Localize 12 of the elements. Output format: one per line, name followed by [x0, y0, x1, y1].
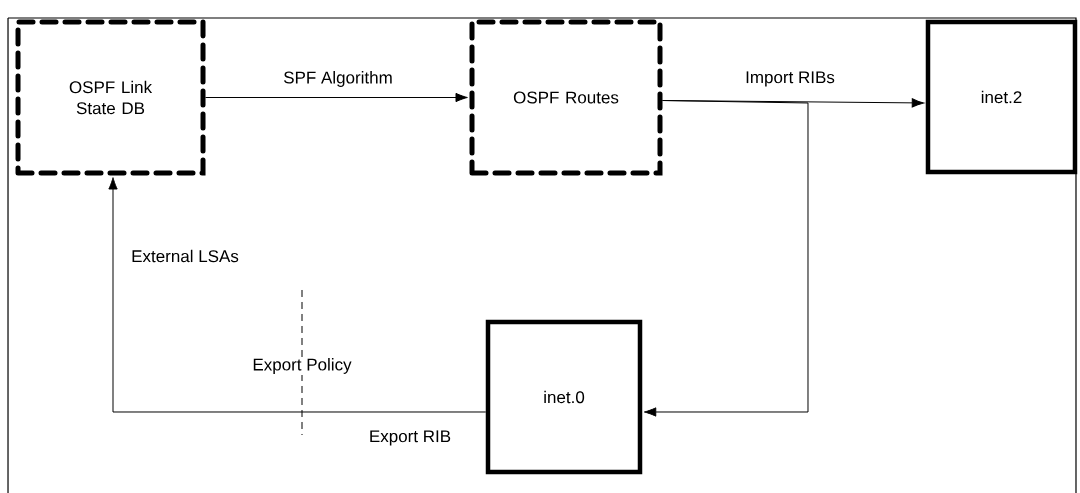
table-box: inet.0 — [485, 319, 643, 475]
table-box: inet.2 — [925, 19, 1078, 175]
edge-label: Export RIB — [367, 429, 453, 447]
edge-label: SPF Algorithm — [282, 70, 394, 88]
arrow — [643, 100, 809, 417]
route-table-box: OSPF Routes — [469, 19, 663, 176]
arrow — [108, 177, 487, 413]
text-label: Export Policy — [251, 357, 353, 375]
arrow — [205, 92, 468, 103]
text-label: External LSAs — [130, 248, 240, 264]
edge-label: Import RIBs — [744, 70, 836, 88]
route-table-box: OSPF Link State DB — [15, 19, 206, 176]
